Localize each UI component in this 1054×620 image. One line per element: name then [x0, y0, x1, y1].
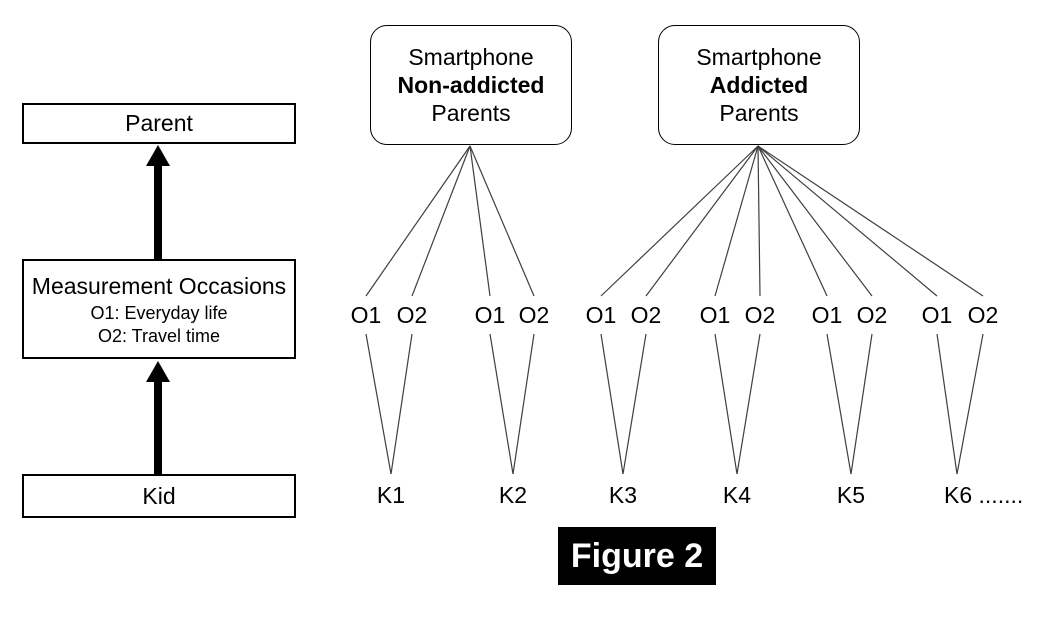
arrow-up-occasions-to-parent-stem [154, 163, 162, 259]
occasion-label: O2 [744, 302, 776, 328]
connector-line [757, 145, 984, 297]
group-line: Parents [431, 100, 511, 126]
kid-label: K4 [722, 482, 752, 508]
connector-line [512, 333, 535, 475]
group-line-emphasis: Non-addicted [397, 72, 545, 98]
occasion-label: O2 [396, 302, 428, 328]
arrow-up-occasions-to-parent-head [146, 145, 170, 166]
kid-label: K1 [376, 482, 406, 508]
connector-line [622, 333, 647, 475]
figure-caption: Figure 2 [558, 527, 716, 585]
connector-line [956, 333, 984, 475]
occasion-2-definition: O2: Travel time [97, 325, 221, 346]
connector-line [757, 145, 873, 297]
kid-label: K2 [498, 482, 528, 508]
kid-label: K3 [608, 482, 638, 508]
occasion-label: O1 [585, 302, 617, 328]
occasion-label: O1 [811, 302, 843, 328]
occasion-label: O1 [350, 302, 382, 328]
measurement-occasions-box: Measurement Occasions O1: Everyday life … [22, 259, 296, 359]
connector-line [826, 333, 852, 475]
connector-line [411, 145, 471, 297]
connector-line [850, 333, 873, 475]
connector-line [600, 145, 759, 297]
measurement-occasions-title: Measurement Occasions [31, 272, 287, 299]
arrow-up-kid-to-occasions-stem [154, 379, 162, 474]
occasion-label: O2 [967, 302, 999, 328]
connector-line [469, 145, 535, 297]
connector-line [714, 145, 759, 297]
occasion-label: O2 [630, 302, 662, 328]
arrow-up-kid-to-occasions-head [146, 361, 170, 382]
connector-line [936, 333, 958, 475]
parent-box-label: Parent [125, 110, 193, 136]
kid-box: Kid [22, 474, 296, 518]
group-line: Smartphone [408, 44, 534, 70]
occasion-1-definition: O1: Everyday life [90, 302, 228, 323]
occasion-label: O2 [518, 302, 550, 328]
occasion-label: O1 [921, 302, 953, 328]
connector-line [489, 333, 514, 475]
group-line: Smartphone [696, 44, 822, 70]
kid-label: K6 ....... [944, 482, 1024, 508]
connector-line [390, 333, 413, 475]
group-line: Parents [719, 100, 799, 126]
kid-label: K5 [836, 482, 866, 508]
parent-box: Parent [22, 103, 296, 144]
connector-line [645, 145, 759, 297]
occasion-label: O1 [699, 302, 731, 328]
figure-caption-text: Figure 2 [570, 536, 704, 575]
connector-line [365, 145, 471, 297]
connector-line [757, 145, 761, 297]
connector-line [757, 145, 938, 297]
occasion-label: O1 [474, 302, 506, 328]
connector-line [600, 333, 624, 475]
connector-line [757, 145, 828, 297]
connector-line [714, 333, 738, 475]
kid-box-label: Kid [142, 482, 176, 509]
occasion-label: O2 [856, 302, 888, 328]
group-box-non-addicted: Smartphone Non-addicted Parents [370, 25, 572, 145]
connector-line [469, 145, 491, 297]
group-line-emphasis: Addicted [709, 72, 809, 98]
connector-line [365, 333, 392, 475]
group-box-addicted: Smartphone Addicted Parents [658, 25, 860, 145]
connector-line [736, 333, 761, 475]
